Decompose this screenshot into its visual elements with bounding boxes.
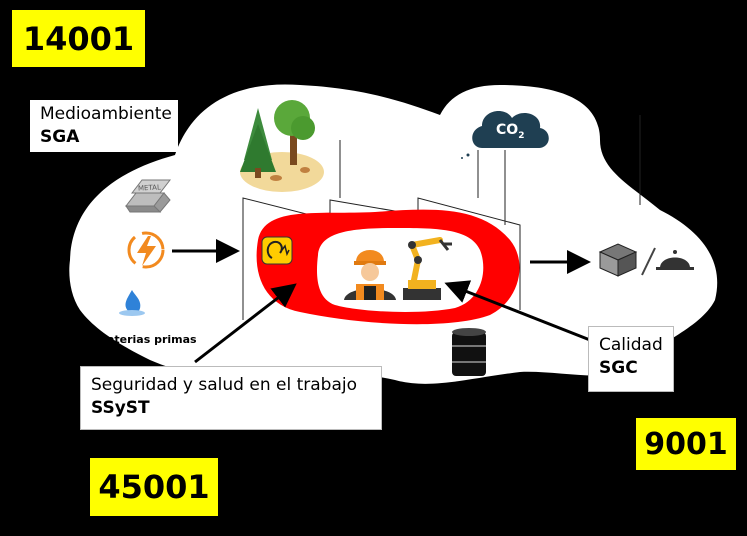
forest-icon (240, 100, 324, 192)
env-acronym: SGA (40, 127, 80, 147)
quality-acronym: SGC (599, 358, 638, 378)
env-title: Medioambiente (40, 104, 172, 124)
robot-arm-icon (403, 237, 452, 300)
co2-text: CO (496, 122, 519, 138)
factory-outline (242, 115, 641, 320)
metal-bars-icon (124, 179, 172, 213)
raw-materials-label: Materias primas (96, 333, 197, 346)
co2-subscript: 2 (518, 130, 525, 141)
product-service-icon (598, 243, 694, 277)
energy-icon (127, 231, 165, 269)
metal-label: METAL (137, 183, 162, 193)
co2-label: CO2 (496, 122, 524, 141)
ohs-label-box: Seguridad y salud en el trabajo SSyST (80, 366, 382, 430)
worker-icon (344, 250, 396, 300)
ohs-pointer-arrow (194, 283, 297, 364)
ohs-acronym: SSyST (91, 398, 150, 418)
hearing-protection-icon (261, 236, 293, 265)
iso-14001-badge: 14001 (12, 10, 145, 67)
iso-45001-badge: 45001 (90, 458, 218, 516)
production-area-inner (316, 228, 484, 312)
quality-pointer-arrow (444, 280, 591, 342)
quality-title: Calidad (599, 335, 663, 355)
env-label: Medioambiente SGA (30, 100, 178, 152)
quality-label-box: Calidad SGC (588, 326, 674, 392)
oil-barrel-icon (452, 328, 486, 376)
co2-cloud-icon (461, 111, 549, 159)
water-drop-icon (119, 290, 145, 316)
iso-9001-badge: 9001 (636, 418, 736, 470)
ohs-title: Seguridad y salud en el trabajo (91, 375, 357, 395)
